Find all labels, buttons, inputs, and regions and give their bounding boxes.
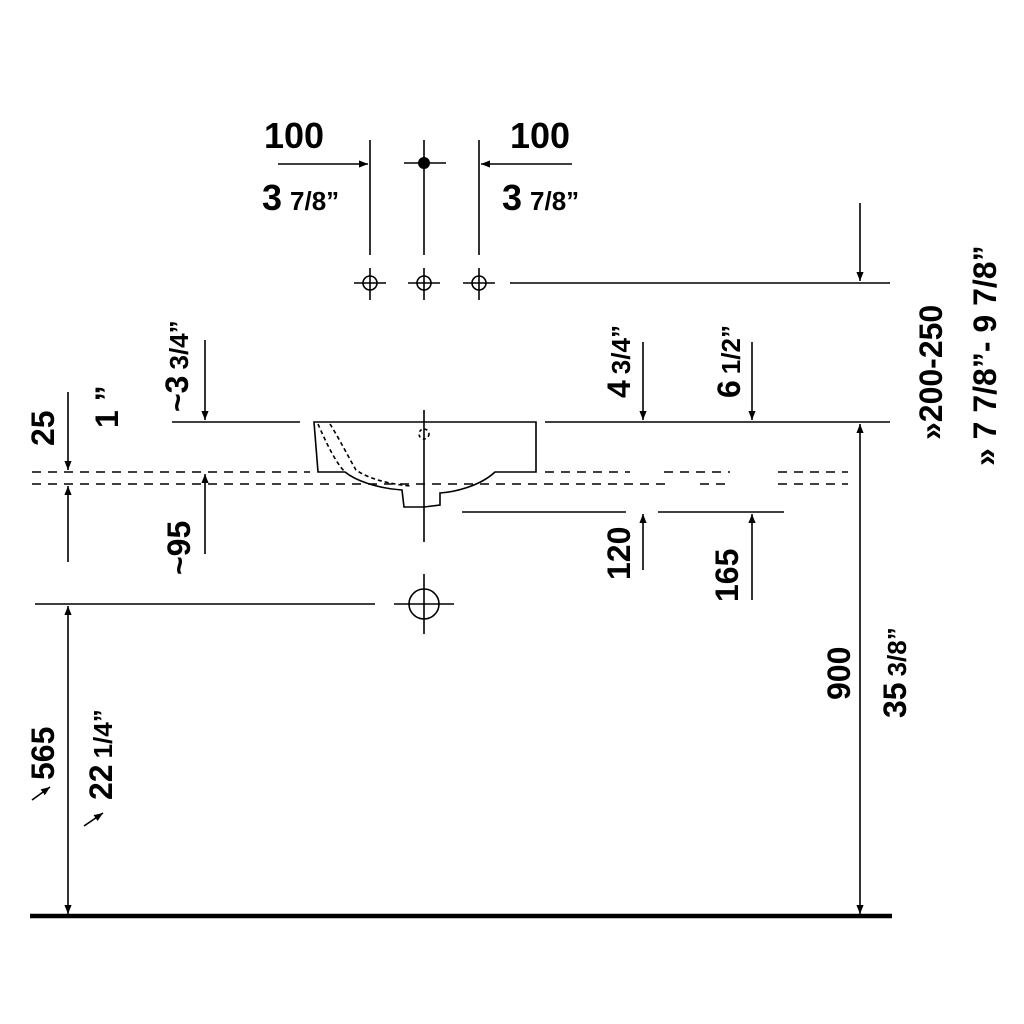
rim-thickness-mm-label: 25	[25, 410, 61, 446]
drain-height-inch-label: 221/4”	[83, 709, 119, 800]
waste-height-inch-label: 43/4”	[601, 325, 637, 398]
tap-hole-centerlines	[369, 140, 480, 300]
outlet-height-mm-label: 165	[709, 549, 745, 602]
basin-profile	[313, 410, 537, 542]
countertop-dashed-lines	[32, 471, 848, 485]
outlet-height-inch-label: 61/2”	[711, 325, 747, 398]
drain-height-mm-label: 565	[25, 727, 61, 780]
drain-leader-arrow-1	[31, 786, 51, 801]
rim-thickness-inch-label: 1 ”	[89, 385, 125, 428]
floor-height-inch-label: 353/8”	[877, 627, 913, 718]
tap-height-mm-label: »200-250	[913, 305, 949, 440]
drain-leader-arrow-2	[83, 812, 104, 827]
tap-spacing-left-mm: 100	[264, 115, 324, 156]
bowl-depth-mm-label: ~95	[161, 521, 197, 575]
tap-height-inch-label: » 7 7/8”- 9 7/8”	[967, 245, 1003, 466]
waste-height-mm-label: 120	[601, 527, 637, 580]
bowl-depth-inch-label: ~33/4”	[159, 320, 195, 412]
tap-spacing-right-mm: 100	[510, 115, 570, 156]
drain-outlet-symbol	[35, 574, 454, 634]
floor-height-mm-label: 900	[821, 647, 857, 700]
tap-hole-symbols	[354, 275, 495, 291]
